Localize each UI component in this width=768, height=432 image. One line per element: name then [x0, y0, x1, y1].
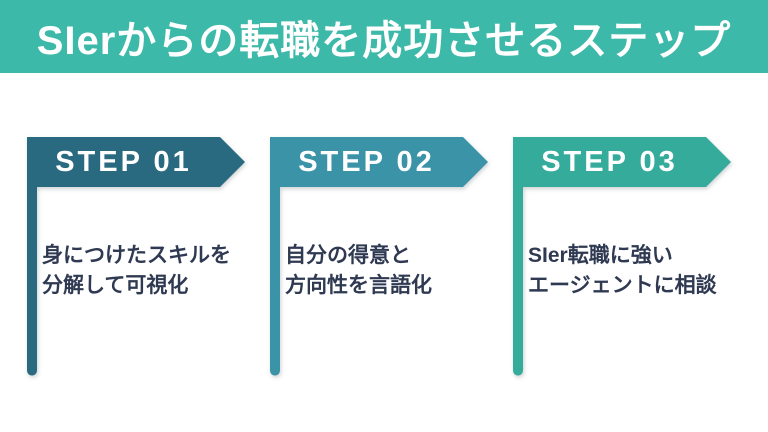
- step-column-1: STEP 01 身につけたスキルを 分解して可視化: [27, 137, 270, 377]
- step-2-description-line-2: 方向性を言語化: [285, 274, 432, 297]
- step-2-description: 自分の得意と 方向性を言語化: [285, 241, 432, 301]
- step-1-flag-shape: [27, 137, 245, 376]
- step-3-description-line-1: SIer転職に強い: [528, 244, 673, 267]
- step-3-description: SIer転職に強い エージェントに相談: [528, 241, 717, 301]
- step-1-description-line-2: 分解して可視化: [42, 274, 189, 297]
- step-3-flag-path: [513, 137, 731, 376]
- step-column-2: STEP 02 自分の得意と 方向性を言語化: [270, 137, 513, 377]
- step-3-description-line-2: エージェントに相談: [528, 274, 717, 297]
- page-title: SIerからの転職を成功させるステップ: [36, 18, 732, 63]
- step-1-flag-path: [27, 137, 245, 376]
- step-column-3: STEP 03 SIer転職に強い エージェントに相談: [513, 137, 756, 377]
- title-banner: SIerからの転職を成功させるステップ: [0, 0, 768, 73]
- step-3-label: STEP 03: [541, 145, 678, 178]
- step-2-description-line-1: 自分の得意と: [285, 244, 411, 267]
- step-1-description: 身につけたスキルを 分解して可視化: [42, 241, 231, 301]
- step-2-flag-shape: [270, 137, 488, 376]
- step-1-description-line-1: 身につけたスキルを: [42, 244, 231, 267]
- step-2-flag-path: [270, 137, 488, 376]
- step-2-label: STEP 02: [298, 145, 435, 178]
- step-3-flag-shape: [513, 137, 731, 376]
- step-1-label: STEP 01: [55, 145, 192, 178]
